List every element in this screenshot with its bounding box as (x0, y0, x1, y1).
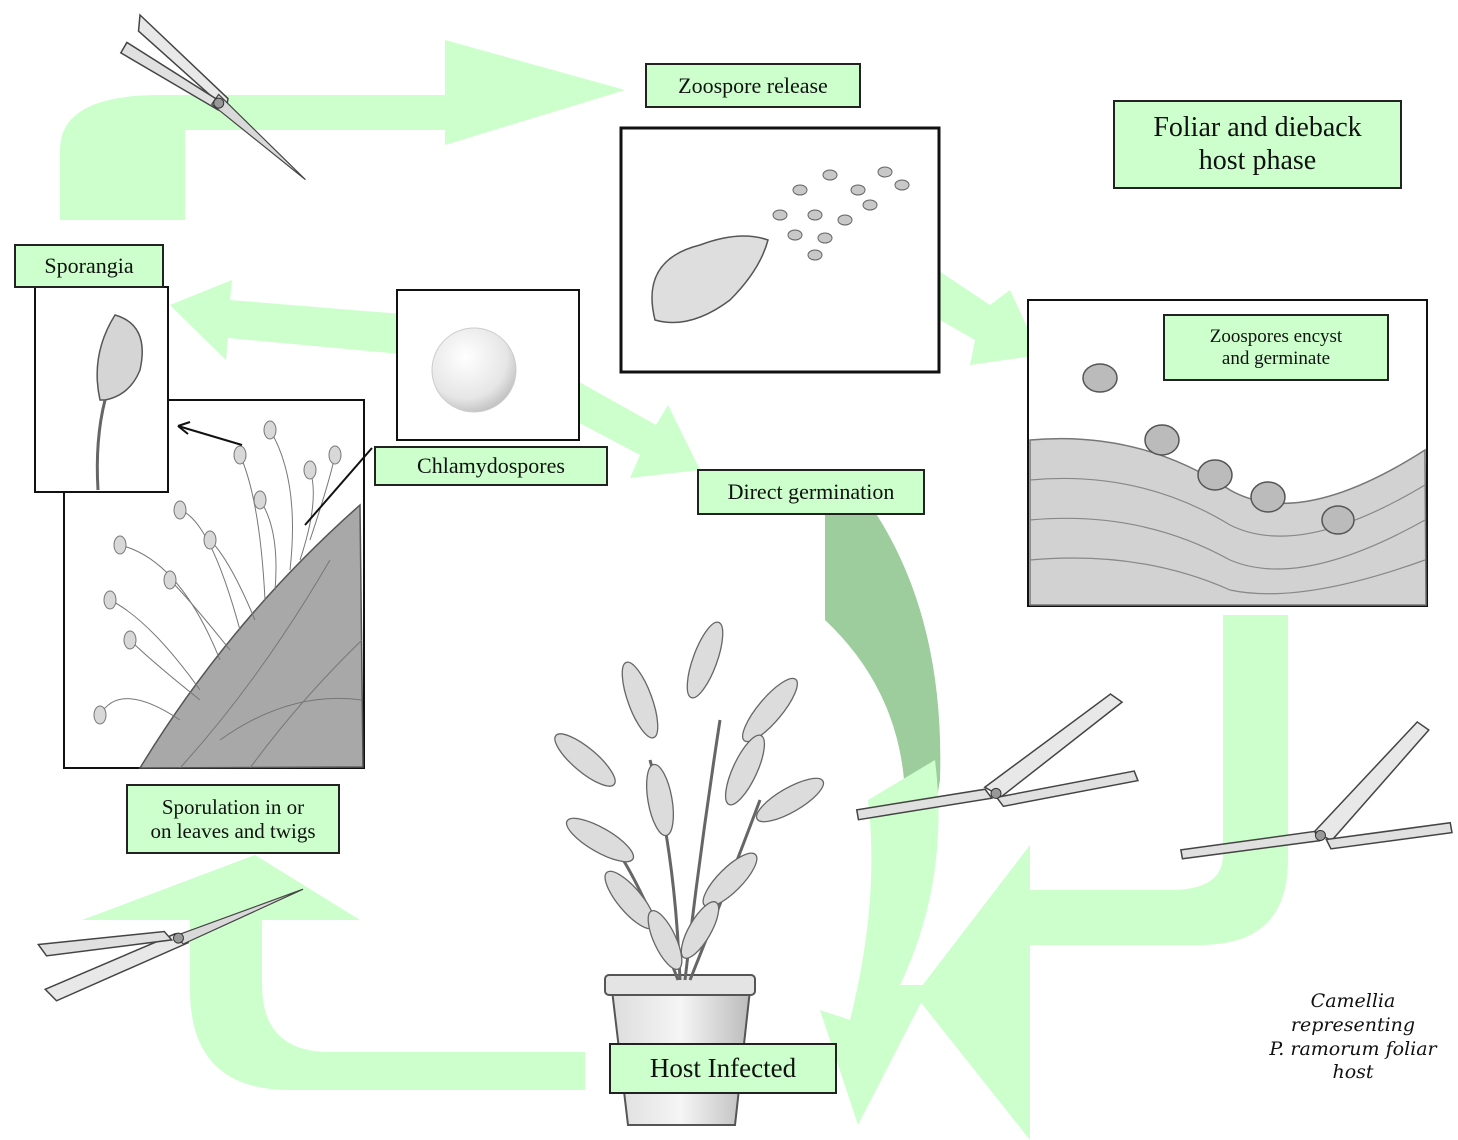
zoospores-encyst-label: Zoospores encyst and germinate (1163, 314, 1389, 381)
host-infected-label: Host Infected (609, 1043, 837, 1094)
pruning-shears-icon (1166, 719, 1452, 879)
zoospore-release-label: Zoospore release (645, 63, 861, 108)
chlamydospore-panel (397, 290, 579, 440)
sporangium-detail-panel (35, 287, 168, 492)
foliar-dieback-phase-label: Foliar and dieback host phase (1113, 100, 1402, 189)
camellia-caption: Camellia representing P. ramorum foliar … (1258, 990, 1448, 1085)
sporulation-label: Sporulation in or on leaves and twigs (126, 784, 340, 854)
sporangia-label: Sporangia (14, 244, 164, 288)
zoospore-release-panel (621, 128, 939, 372)
chlamydospore-icon (432, 328, 516, 412)
direct-germination-label: Direct germination (697, 469, 925, 515)
arrow-encyst-to-host (915, 615, 1288, 1140)
arrow-host-to-sporulation (82, 855, 585, 1090)
chlamydospores-label: Chlamydospores (374, 446, 608, 486)
arrow-chlamydospore-to-sporangia (170, 280, 415, 360)
